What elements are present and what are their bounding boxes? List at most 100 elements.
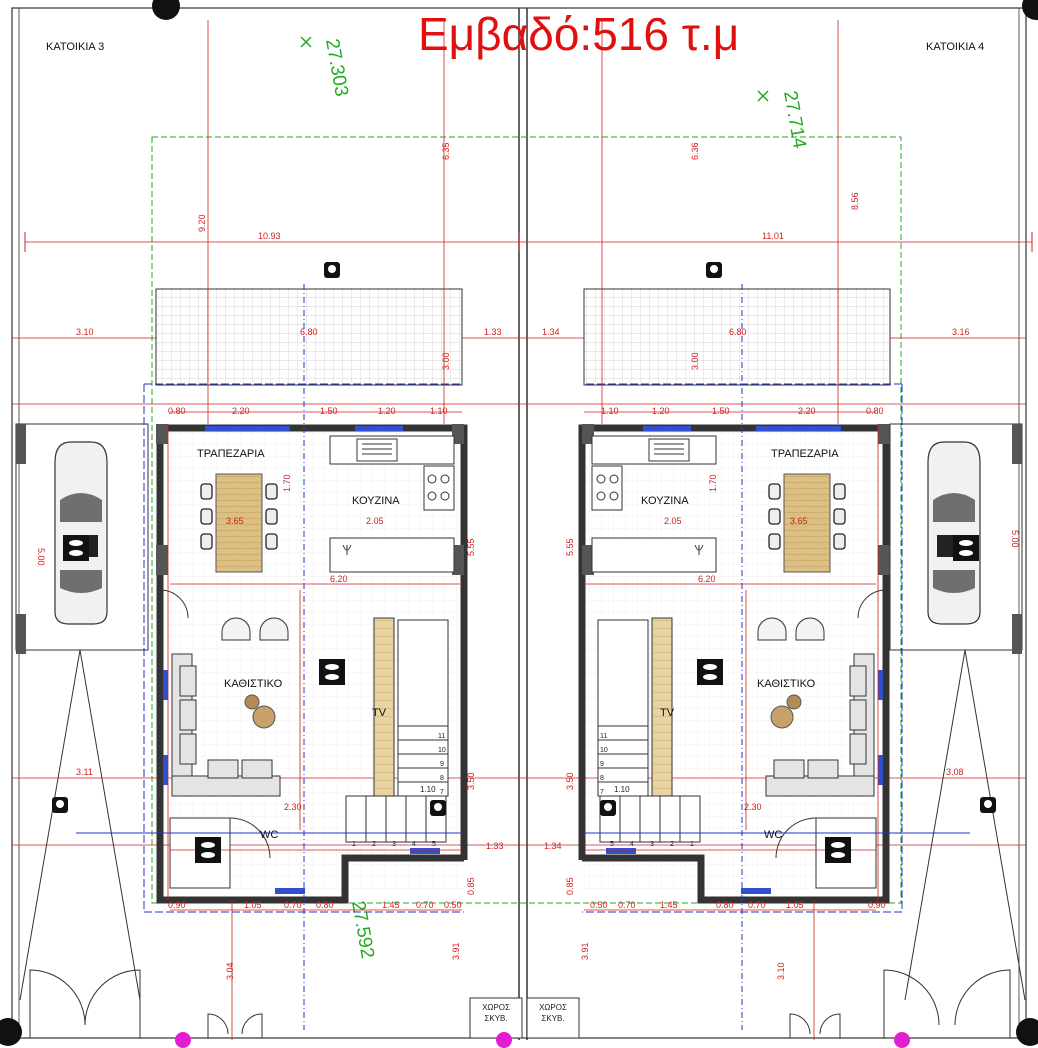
room-label-kitchen: ΚΟΥΖΙΝΑ [352,495,400,507]
car-right-icon [927,441,981,625]
dim-label: 3.91 [451,942,461,960]
stair-step: 9 [440,761,444,768]
stair-step: 5 [432,841,436,848]
dim-label: 6.35 [441,142,451,160]
dim-label: 1.50 [712,406,730,416]
dim-label: 0.70 [748,900,766,910]
carport-right [889,423,1026,1001]
stair-step: 3 [650,841,654,848]
elevation-label: 27.592 [347,899,378,960]
storage-label-left: ΧΩΡΟΣ ΣΚΥΒ. [482,1003,510,1023]
dim-label: 1.45 [660,900,678,910]
gates [29,969,1011,1038]
stair-step: 4 [412,841,416,848]
stair-step: 4 [630,841,634,848]
dim-label: 1.10 [601,406,619,416]
dim-label: 0.90 [168,900,186,910]
dim-label: 2.05 [664,516,682,526]
stamp-icon [825,837,851,863]
stamp-icon [953,535,979,561]
dim-label: 1.20 [378,406,396,416]
room-label-tv: TV [660,707,675,719]
house-right [582,20,970,1040]
stair-step: 2 [372,841,376,848]
dim-label: 0.70 [284,900,302,910]
room-label-wc: WC [260,829,278,841]
dim-label: 0.90 [868,900,886,910]
tag-icon [430,800,446,816]
dim-label: 5.55 [466,538,476,556]
dim-label: 3.50 [565,772,575,790]
dim-label: 5.55 [565,538,575,556]
dim-label: 2.30 [744,802,762,812]
dim-label: 1.34 [544,841,562,851]
dim-label: 1.70 [282,474,292,492]
tag-icon [980,797,996,813]
room-label-tv: TV [372,707,387,719]
dim-label: 0.80 [716,900,734,910]
room-label-wc: WC [764,829,782,841]
magenta-markers [175,1032,910,1048]
dim-label: 3.08 [946,767,964,777]
storage-box-left [469,997,523,1039]
stair-step: 1 [690,841,694,848]
room-label-dining: ΤΡΑΠΕΖΑΡΙΑ [771,448,839,460]
tag-icon [324,262,340,278]
dim-label: 0.50 [444,900,462,910]
stair-step: 5 [610,841,614,848]
dim-label: 3.00 [441,352,451,370]
room-label-dining: ΤΡΑΠΕΖΑΡΙΑ [197,448,265,460]
dim-label: 6.36 [690,142,700,160]
stair-step: 7 [440,789,444,796]
room-label-living: ΚΑΘΙΣΤΙΚΟ [224,678,283,690]
stair-step: 8 [440,775,444,782]
tag-icon [706,262,722,278]
stair-step: 10 [438,747,446,754]
dim-label: 5.00 [36,548,46,566]
room-label-kitchen: ΚΟΥΖΙΝΑ [641,495,689,507]
dim-label: 3.50 [466,772,476,790]
dim-label: 1.33 [486,841,504,851]
stair-step: 8 [600,775,604,782]
dim-label: 3.04 [225,962,235,980]
stair-step: 11 [438,733,445,740]
unit-label-right: ΚΑΤΟΙΚΙΑ 4 [926,41,984,53]
stair-step: 10 [600,747,608,754]
stair-step: 7 [600,789,604,796]
stair-step: 2 [670,841,674,848]
dim-label: 0.70 [618,900,636,910]
elevation-label: 27.303 [321,37,352,98]
dim-label: 3.10 [776,962,786,980]
dim-label: 1.05 [244,900,262,910]
dim-label: 0.85 [466,877,476,895]
dim-label: 0.70 [416,900,434,910]
stair-step: 9 [600,761,604,768]
dim-label: 9.20 [197,214,207,232]
house-left [76,20,464,1040]
dim-label: 1.70 [708,474,718,492]
dim-label: 6.80 [729,327,747,337]
dim-label: 1.34 [542,327,560,337]
dim-label: 3.65 [790,516,808,526]
dim-label: 0.80 [866,406,884,416]
dim-label: 2.20 [798,406,816,416]
dim-label: 2.05 [366,516,384,526]
dim-label: 1.10 [614,785,630,794]
dim-label: 1.10 [420,785,436,794]
room-label-living: ΚΑΘΙΣΤΙΚΟ [757,678,816,690]
storage-label-right: ΧΩΡΟΣ ΣΚΥΒ. [539,1003,567,1023]
dim-label: 11.01 [762,231,784,241]
dim-label: 8.56 [850,192,860,210]
area-title: Εμβαδό:516 τ.μ [418,8,739,60]
dim-label: 3.11 [76,767,93,777]
unit-label-left: ΚΑΤΟΙΚΙΑ 3 [46,41,104,53]
dim-label: 0.80 [168,406,186,416]
dim-label: 3.00 [690,352,700,370]
dim-label: 1.05 [786,900,804,910]
dim-label: 3.16 [952,327,970,337]
dim-label: 10.93 [258,231,281,241]
stair-step: 1 [352,841,356,848]
tag-icon [600,800,616,816]
